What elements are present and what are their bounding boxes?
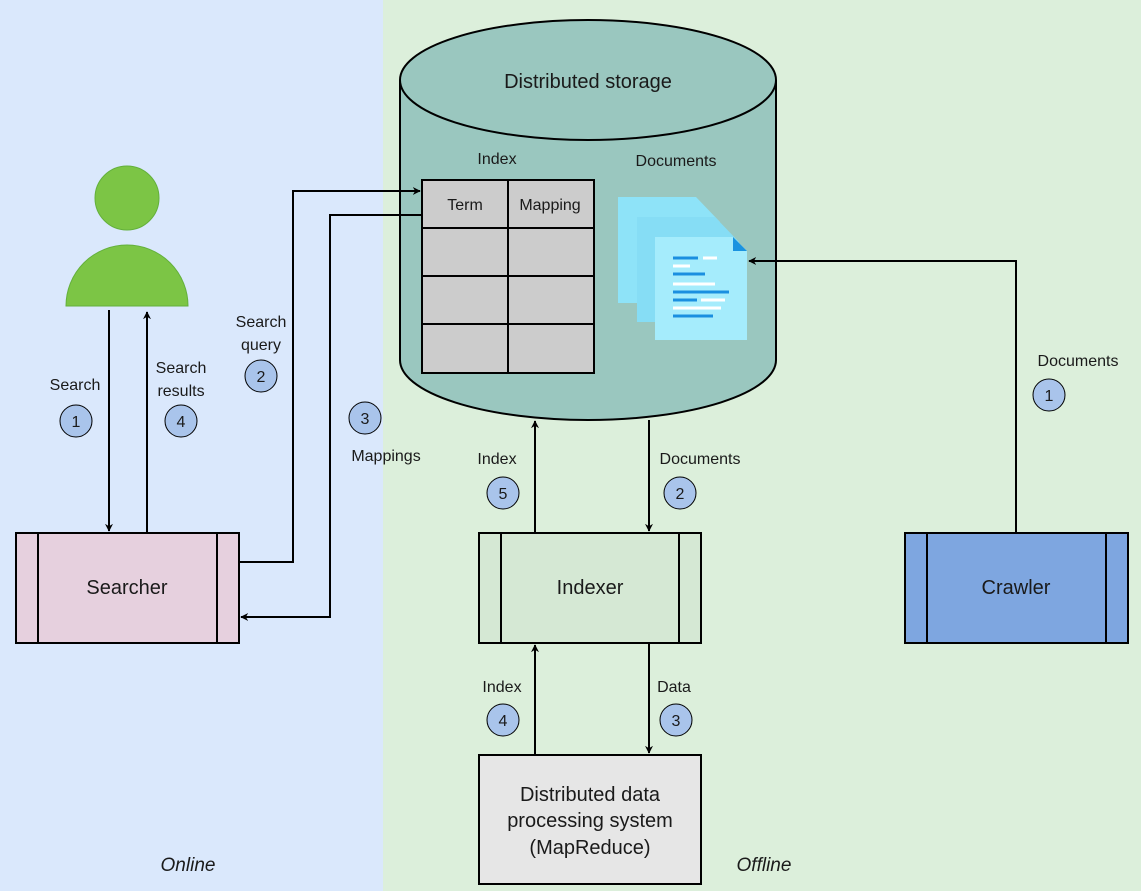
crawler-node: Crawler <box>904 532 1129 644</box>
indexer-node: Indexer <box>478 532 702 644</box>
mappings-label: Mappings <box>351 448 420 465</box>
user-icon <box>65 165 189 307</box>
online-zone-label: Online <box>161 855 216 876</box>
mr-data-label: Data <box>657 679 691 696</box>
processing-label-line3: (MapReduce) <box>529 837 650 859</box>
searcher-node: Searcher <box>15 532 240 644</box>
step-circle <box>164 404 198 438</box>
step-circle <box>659 703 693 737</box>
crawler-label: Crawler <box>982 577 1051 599</box>
search-results-label-line2: results <box>157 383 204 400</box>
search-query-label-line2: query <box>241 337 281 354</box>
edge-crawler-documents <box>748 257 1017 533</box>
search-results-label-line1: Search <box>156 360 207 377</box>
edge-search-query <box>240 187 421 563</box>
indexer-documents-label: Documents <box>660 451 741 468</box>
index-label: Index <box>477 151 516 168</box>
crawler-documents-label: Documents <box>1038 353 1119 370</box>
step-circle <box>663 476 697 510</box>
index-table <box>421 179 595 374</box>
step-circle <box>244 359 278 393</box>
online-zone <box>0 0 383 891</box>
search-query-label-line1: Search <box>236 314 287 331</box>
step-number: 5 <box>499 486 508 503</box>
documents-label: Documents <box>636 153 717 170</box>
edge-mappings <box>240 214 422 621</box>
indexer-label: Indexer <box>557 577 624 599</box>
step-circle <box>1032 378 1066 412</box>
processing-node: Distributed data processing system (MapR… <box>478 754 702 885</box>
processing-label-line2: processing system <box>507 810 673 832</box>
step-number: 4 <box>499 713 508 730</box>
step-circle <box>486 476 520 510</box>
step-number: 4 <box>177 414 186 431</box>
step-number: 3 <box>672 713 681 730</box>
step-number: 1 <box>72 414 81 431</box>
step-circle <box>59 404 93 438</box>
step-number: 2 <box>676 486 685 503</box>
storage-title: Distributed storage <box>504 71 672 93</box>
processing-label-line1: Distributed data <box>520 784 661 806</box>
table-header-mapping: Mapping <box>519 197 580 214</box>
table-header-term: Term <box>447 197 483 214</box>
documents-icon <box>618 197 747 340</box>
step-number: 2 <box>257 369 266 386</box>
step-circle <box>486 703 520 737</box>
indexer-index-label: Index <box>477 451 516 468</box>
searcher-label: Searcher <box>86 577 167 599</box>
step-number: 3 <box>361 411 370 428</box>
search-label: Search <box>50 377 101 394</box>
step-number: 1 <box>1045 388 1054 405</box>
offline-zone-label: Offline <box>737 855 792 876</box>
mr-index-label: Index <box>482 679 521 696</box>
step-circle <box>348 401 382 435</box>
